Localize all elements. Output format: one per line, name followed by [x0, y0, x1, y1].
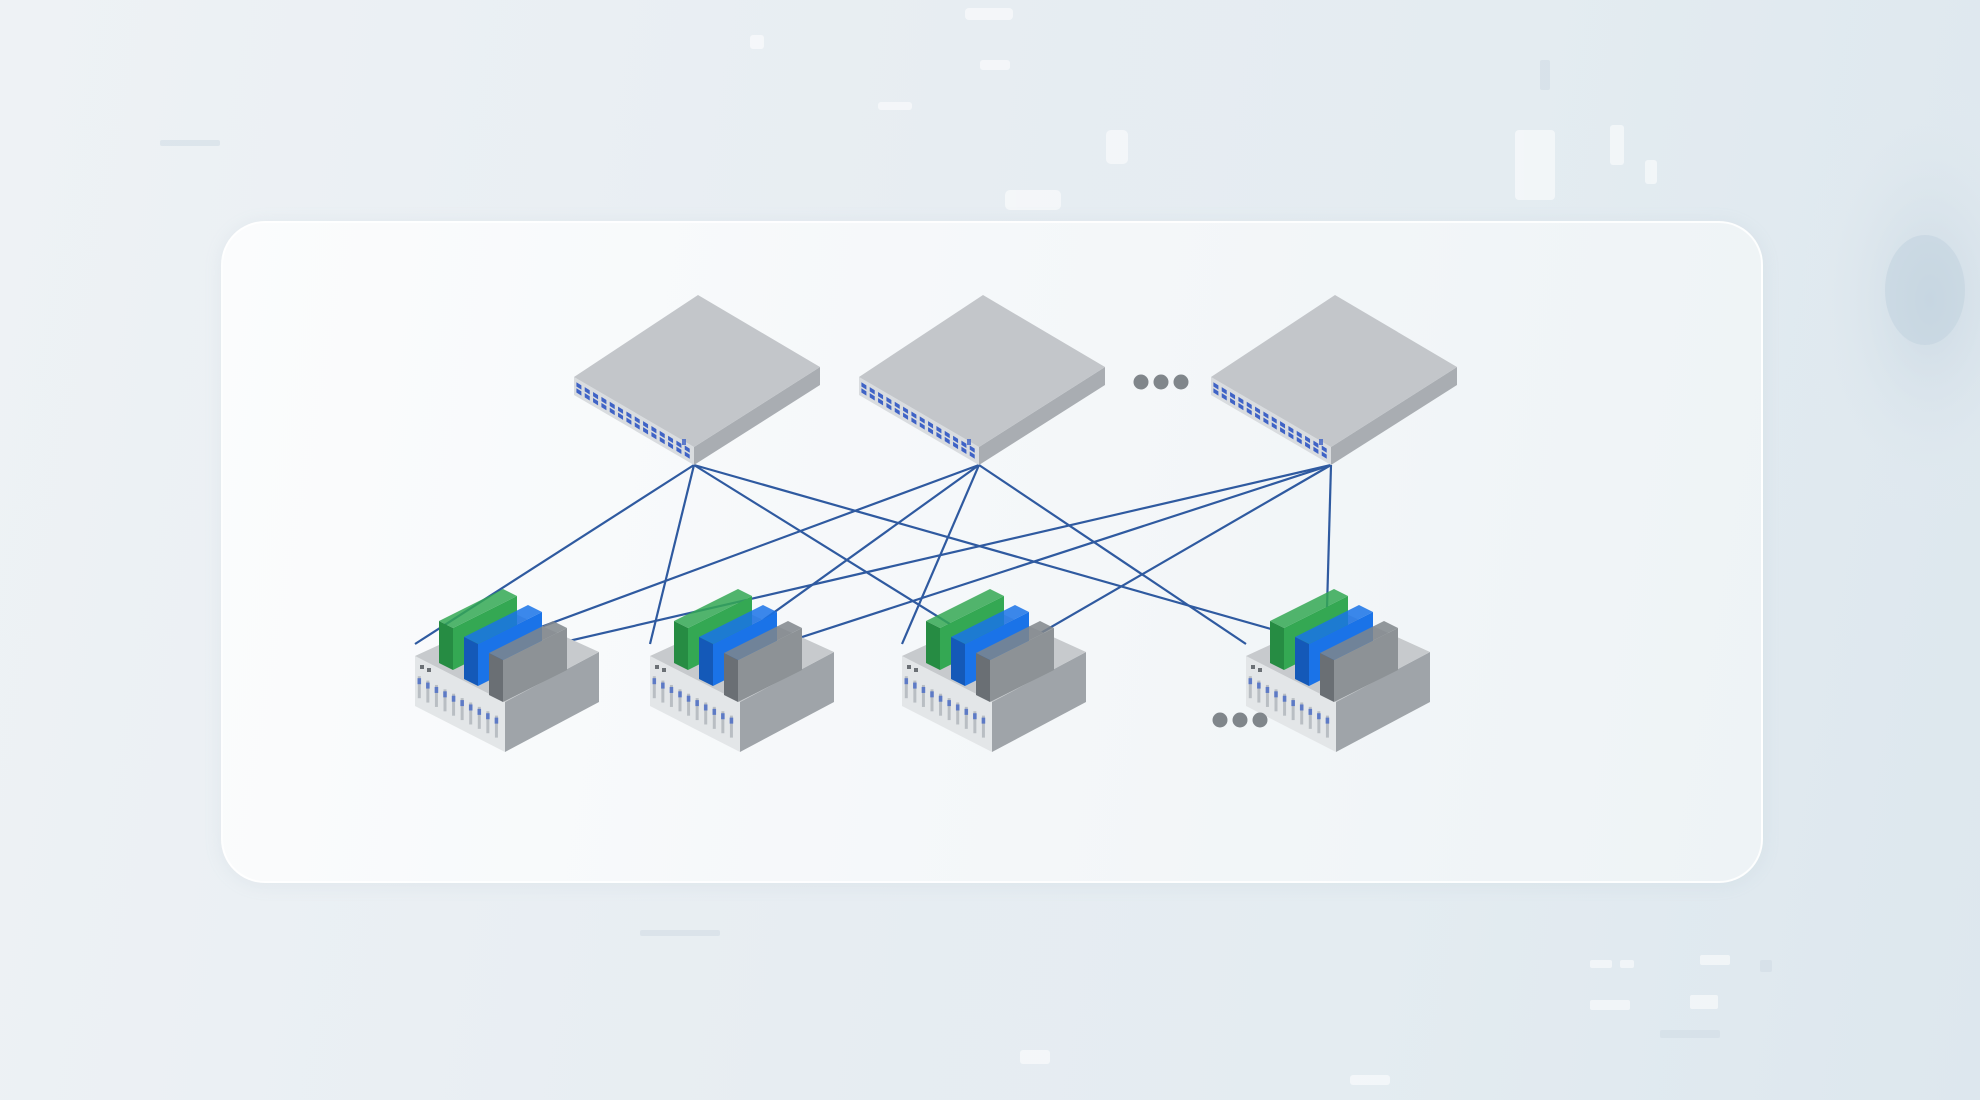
link-9	[520, 463, 1332, 654]
link-3	[693, 464, 983, 645]
gpu-card-3	[976, 621, 1054, 702]
switch-ports	[1213, 382, 1327, 459]
switch-ports	[861, 382, 975, 459]
spine-switch-3	[1211, 295, 1457, 465]
diagram-panel	[221, 221, 1763, 883]
server-ellipsis	[1212, 712, 1268, 728]
spine-switches	[574, 295, 1457, 465]
link-5	[494, 463, 980, 646]
gpu-server-2	[650, 589, 834, 752]
gpu-servers	[415, 589, 1430, 752]
spine-switch-1	[574, 295, 820, 465]
gpu-server-3	[902, 589, 1086, 752]
spine-switch-2	[859, 295, 1105, 465]
link-8	[978, 464, 1247, 645]
gpu-card-3	[724, 621, 802, 702]
eye-iris	[1885, 235, 1965, 345]
link-2	[648, 464, 696, 645]
gpu-server-4	[1246, 589, 1430, 752]
gpu-card-3	[1320, 621, 1398, 702]
switch-ellipsis	[1133, 374, 1189, 390]
ellipsis-markers	[1133, 374, 1268, 728]
network-topology-diagram	[414, 295, 1457, 752]
gpu-server-1	[415, 589, 599, 752]
gpu-card-3	[489, 621, 567, 702]
links-layer	[414, 463, 1353, 654]
link-10	[755, 463, 1332, 654]
switch-ports	[576, 382, 690, 459]
link-4	[693, 463, 1353, 654]
link-11	[1007, 464, 1332, 653]
